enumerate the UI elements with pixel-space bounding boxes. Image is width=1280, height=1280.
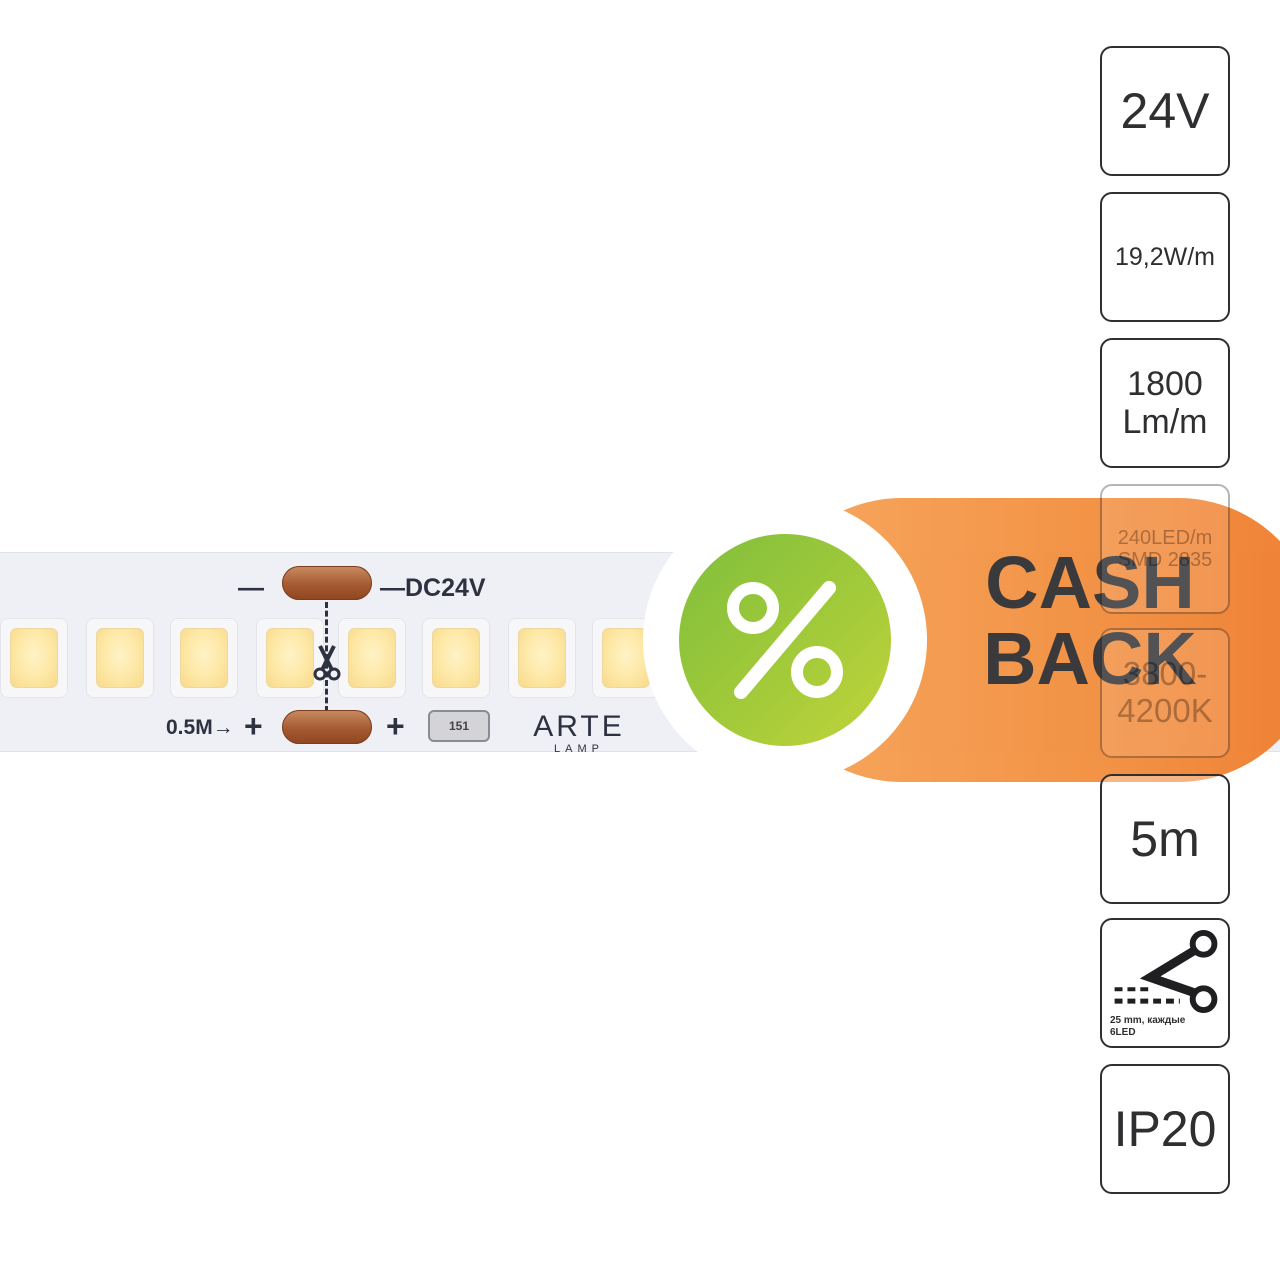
- led-chip: [508, 618, 576, 698]
- spec-voltage-text: 24V: [1120, 83, 1210, 139]
- resistor: 151: [428, 710, 490, 742]
- cashback-line-1: CASH: [985, 541, 1195, 624]
- led-chip: [256, 618, 324, 698]
- minus-label: —: [238, 572, 264, 602]
- plus-label: +: [244, 708, 263, 744]
- spec-voltage: 24V: [1100, 46, 1230, 176]
- led-chip: [422, 618, 490, 698]
- led-chip: [86, 618, 154, 698]
- spec-length: 5m: [1100, 774, 1230, 904]
- spec-flux: 1800 Lm/m: [1100, 338, 1230, 468]
- spec-cut-text: 25 mm, каждые 6LED: [1110, 1015, 1186, 1038]
- percent-icon: [727, 581, 843, 699]
- spec-power-text: 19,2W/m: [1114, 243, 1216, 271]
- scissors-icon: [1114, 929, 1218, 1013]
- spec-cct-text: 3800- 4200K: [1117, 655, 1213, 729]
- brand-main: ARTE: [533, 710, 625, 743]
- spec-flux-text: 1800 Lm/m: [1122, 364, 1208, 441]
- spec-ip-text: IP20: [1113, 1101, 1217, 1157]
- spec-ip: IP20: [1100, 1064, 1230, 1194]
- cashback-line-2: BACK: [983, 617, 1197, 700]
- spec-cut: 25 mm, каждые 6LED: [1100, 918, 1230, 1048]
- spec-length-text: 5m: [1130, 811, 1200, 867]
- spec-power: 19,2W/m: [1100, 192, 1230, 322]
- solder-pad-top: [282, 566, 372, 600]
- spec-leds-text: 240LED/m SMD 2835: [1117, 526, 1213, 571]
- segment-label: 0.5M→: [166, 716, 234, 739]
- led-chip: [170, 618, 238, 698]
- spec-leds: 240LED/m SMD 2835: [1100, 484, 1230, 614]
- led-chip: [338, 618, 406, 698]
- spec-cct: 3800- 4200K: [1100, 628, 1230, 758]
- plus-label: +: [386, 708, 405, 744]
- led-chip: [0, 618, 68, 698]
- brand-logo: ARTE LAMP: [524, 712, 634, 755]
- brand-sub: LAMP: [554, 743, 604, 755]
- cashback-text: CASH BACK: [950, 545, 1230, 697]
- scissors-icon: [313, 645, 341, 681]
- solder-pad-bottom: [282, 710, 372, 744]
- voltage-label: —DC24V: [380, 574, 486, 602]
